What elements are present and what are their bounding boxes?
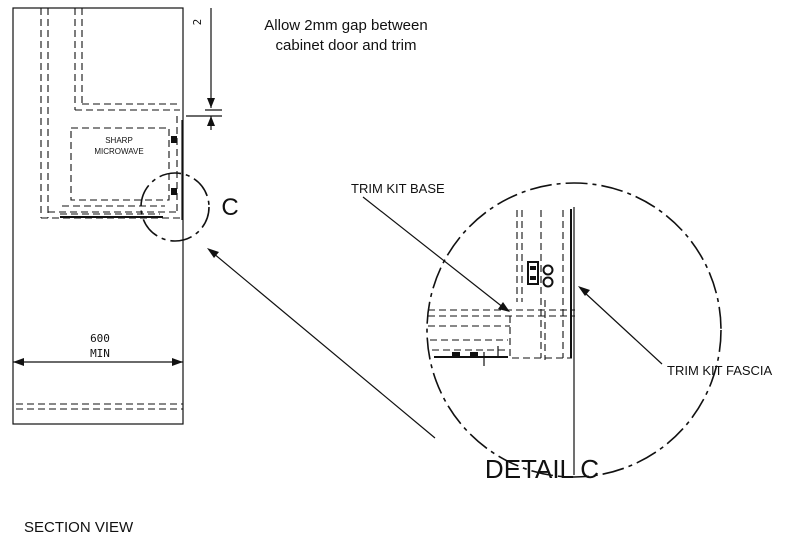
trim-clip-lower xyxy=(171,188,177,195)
trim-kit-fascia-label: TRIM KIT FASCIA xyxy=(667,363,773,378)
trim-kit-base-label: TRIM KIT BASE xyxy=(351,181,445,196)
cabinet-section xyxy=(12,7,184,425)
detail-boundary-circle xyxy=(426,182,722,478)
detail-marker-label: C xyxy=(221,194,238,221)
width-dimension-qualifier: MIN xyxy=(90,347,110,360)
trim-kit-fascia-leader xyxy=(578,286,663,365)
gap-dimension-value: 2 xyxy=(191,19,204,26)
width-dimension xyxy=(13,358,183,366)
cabinet-outline xyxy=(12,7,184,425)
detail-marker-circle xyxy=(140,172,210,242)
width-dimension-value: 600 xyxy=(90,332,110,345)
gap-dimension xyxy=(186,8,222,130)
microwave-outline xyxy=(70,127,170,201)
gap-note-line1: Allow 2mm gap between xyxy=(264,17,427,34)
trim-kit-base-leader xyxy=(362,196,510,312)
view-title: SECTION VIEW xyxy=(24,519,134,536)
detail-title: DETAIL C xyxy=(485,454,599,484)
appliance-label-line2: MICROWAVE xyxy=(94,147,143,156)
detail-c-view xyxy=(426,182,722,478)
trim-clip-upper xyxy=(171,136,177,143)
detail-leader xyxy=(207,248,436,439)
appliance-label-line1: SHARP xyxy=(105,136,133,145)
gap-note-line2: cabinet door and trim xyxy=(276,37,417,54)
